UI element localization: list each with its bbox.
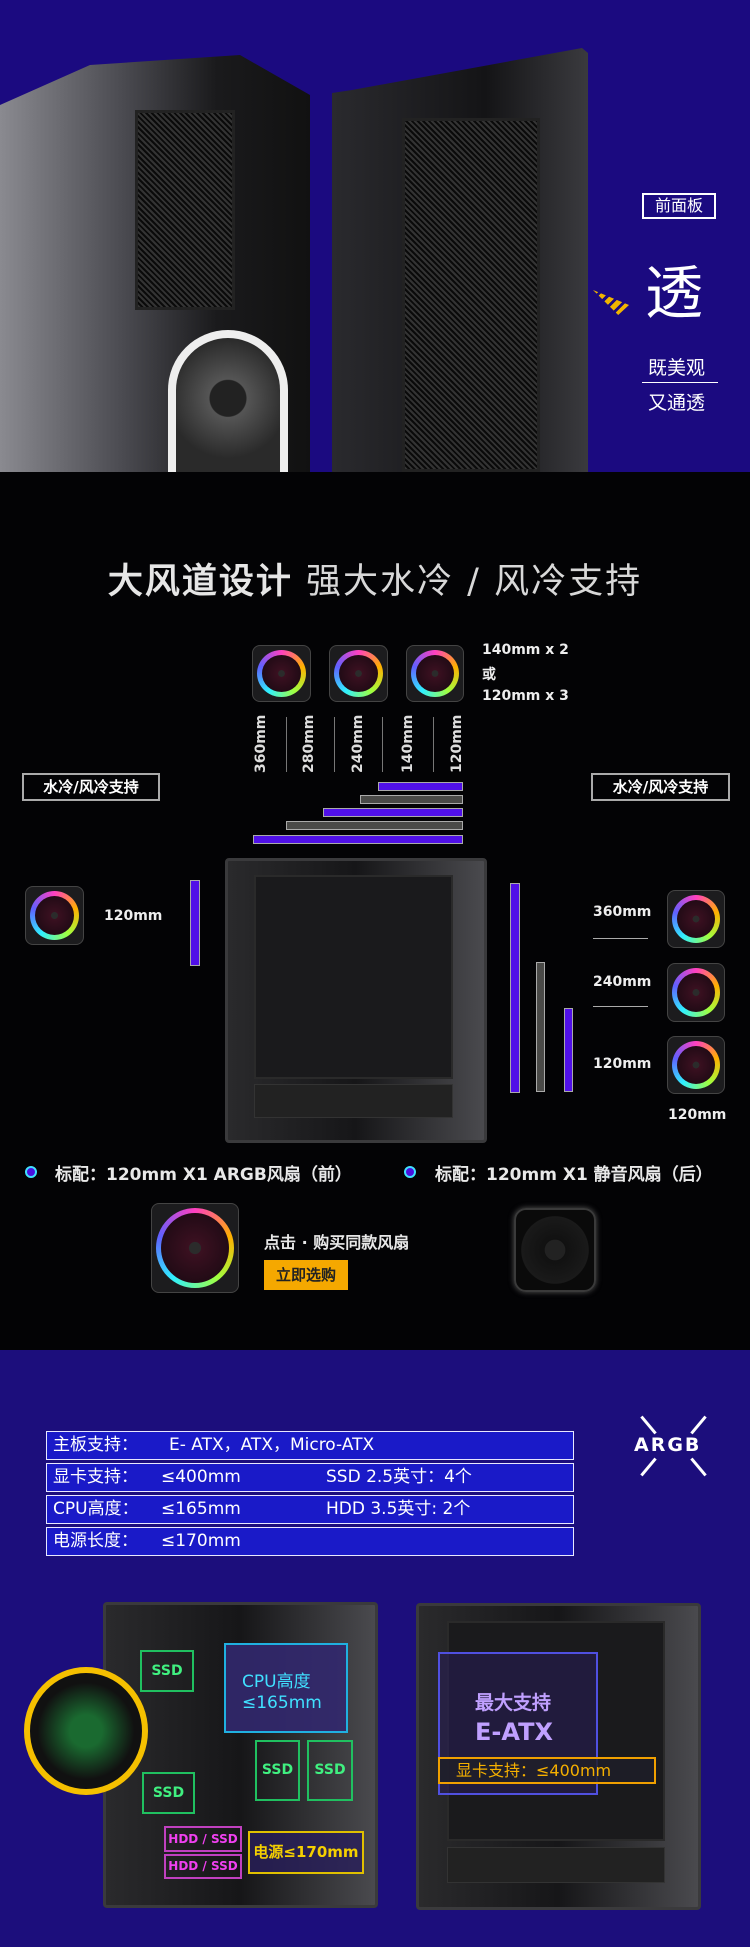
spec-row: 主板支持： E- ATX，ATX，Micro-ATX	[46, 1431, 574, 1460]
big-char: 透	[645, 259, 704, 327]
size-bar-120	[378, 782, 463, 791]
front-bar-240	[536, 962, 545, 1092]
right-size: 240mm	[593, 974, 652, 990]
gpu-area: 显卡支持：≤400mm	[438, 1757, 656, 1784]
front-bar-120	[564, 1008, 573, 1092]
left-size-bar	[190, 880, 200, 966]
cpu-title: CPU高度	[242, 1672, 311, 1692]
spec-value: ≤400mm	[161, 1467, 241, 1487]
max-title: 最大支持	[475, 1692, 552, 1714]
size-bar-280	[286, 821, 463, 830]
divider	[593, 938, 648, 939]
spec-label: 电源长度：	[53, 1531, 138, 1551]
size-label: 120mm	[449, 714, 465, 773]
rgb-fan-product[interactable]	[151, 1203, 239, 1293]
cpu-value: ≤165mm	[242, 1693, 322, 1713]
front-door-image	[332, 48, 588, 472]
hdd-bay: HDD / SSD	[164, 1854, 242, 1879]
max-value: E-ATX	[475, 1718, 553, 1746]
size-label: 280mm	[301, 714, 317, 773]
rgb-fan-icon	[25, 886, 84, 945]
rgb-fan-icon	[667, 890, 725, 948]
spec-extra: SSD 2.5英寸：4个	[326, 1467, 472, 1487]
size-bar-360	[253, 835, 463, 844]
front-panel-tag: 前面板	[642, 193, 716, 219]
spec-label: 主板支持：	[53, 1435, 138, 1455]
fan-image	[168, 330, 288, 472]
spec-label: 显卡支持：	[53, 1467, 138, 1487]
size-label: 240mm	[350, 714, 366, 773]
title-bold: 大风道设计	[107, 562, 293, 602]
fan-hub-zoom	[24, 1667, 148, 1795]
rgb-fan-icon	[252, 645, 311, 702]
spec-row: 显卡支持： ≤400mm SSD 2.5英寸：4个	[46, 1463, 574, 1492]
divider	[334, 717, 335, 772]
front-panel-section: 前面板 透 既美观 又通透	[0, 0, 750, 472]
psu-area: 电源≤170mm	[248, 1831, 364, 1874]
rear-size: 120mm	[668, 1107, 727, 1123]
spec-row: CPU高度： ≤165mm HDD 3.5英寸: 2个	[46, 1495, 574, 1524]
ssd-slot: SSD	[255, 1740, 300, 1801]
case-side-image	[0, 55, 310, 472]
size-label: 140mm	[400, 714, 416, 773]
front-bar-360	[510, 883, 520, 1093]
divider	[286, 717, 287, 772]
rgb-fan-icon	[329, 645, 388, 702]
ssd-slot: SSD	[142, 1772, 195, 1814]
dust-filter	[135, 110, 235, 310]
bullet-icon	[25, 1166, 37, 1178]
section-title: 大风道设计 强大水冷 / 风冷支持	[0, 553, 750, 604]
spec-value: ≤170mm	[161, 1531, 241, 1551]
buy-now-button[interactable]: 立即选购	[264, 1260, 348, 1290]
arrow-icon	[593, 290, 629, 315]
std-front-fan: 标配：120mm X1 ARGB风扇（前）	[55, 1165, 352, 1185]
size-bar-240	[323, 808, 463, 817]
silent-fan-image	[514, 1208, 596, 1292]
buy-text: 点击 · 购买同款风扇	[264, 1233, 410, 1252]
top-note-2: 或	[482, 667, 496, 683]
hdd-bay: HDD / SSD	[164, 1826, 242, 1852]
std-rear-fan: 标配：120mm X1 静音风扇（后）	[435, 1165, 713, 1185]
divider	[382, 717, 383, 772]
spec-row: 电源长度： ≤170mm	[46, 1527, 574, 1556]
title-rest: 强大水冷 / 风冷支持	[306, 562, 643, 602]
rgb-fan-icon	[406, 645, 464, 702]
spec-label: CPU高度：	[53, 1499, 139, 1519]
left-size: 120mm	[104, 908, 163, 924]
size-label: 360mm	[253, 714, 269, 773]
tagline-1: 既美观	[648, 357, 706, 379]
ssd-slot: SSD	[140, 1650, 194, 1692]
right-support-box: 水冷/风冷支持	[591, 773, 730, 801]
rgb-fan-icon	[667, 1036, 725, 1094]
bullet-icon	[404, 1166, 416, 1178]
divider	[433, 717, 434, 772]
rgb-fan-icon	[667, 963, 725, 1022]
divider	[593, 1006, 648, 1007]
cpu-area: CPU高度 ≤165mm	[224, 1643, 348, 1733]
front-mesh	[402, 118, 540, 472]
left-support-box: 水冷/风冷支持	[22, 773, 160, 801]
spec-value: ≤165mm	[161, 1499, 241, 1519]
top-note-1: 140mm x 2	[482, 642, 569, 658]
case-image	[225, 858, 487, 1143]
spec-extra: HDD 3.5英寸: 2个	[326, 1499, 471, 1519]
spec-value: E- ATX，ATX，Micro-ATX	[169, 1435, 375, 1455]
size-bar-140	[360, 795, 463, 804]
tagline-2: 又通透	[648, 392, 706, 414]
argb-logo: ARGB	[634, 1414, 714, 1478]
argb-text: ARGB	[634, 1434, 702, 1456]
divider	[642, 382, 718, 383]
top-note-3: 120mm x 3	[482, 688, 569, 704]
right-size: 360mm	[593, 904, 652, 920]
ssd-slot: SSD	[307, 1740, 353, 1801]
right-size: 120mm	[593, 1056, 652, 1072]
